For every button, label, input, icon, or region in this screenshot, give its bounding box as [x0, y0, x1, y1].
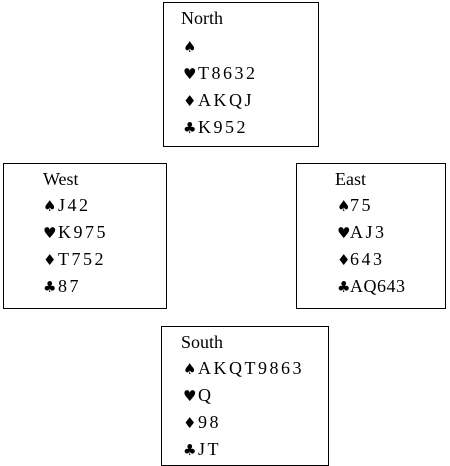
west-spades-line: ♠J42 [43, 195, 91, 216]
east-clubs-line: ♣AQ643 [337, 276, 406, 297]
north-spades-line: ♠ [183, 36, 198, 57]
club-icon: ♣ [183, 119, 197, 137]
east-clubs-cards: AQ643 [350, 276, 406, 296]
north-hand-box: North ♠ ♥T8632 ♦AKQJ ♣K952 [163, 2, 319, 147]
south-hearts-line: ♥Q [183, 385, 214, 406]
east-seat-label: East [335, 169, 366, 189]
east-spades-line: ♠75 [337, 195, 373, 216]
spade-icon: ♠ [183, 360, 197, 378]
north-diamonds-cards: AKQJ [198, 90, 255, 110]
south-diamonds-line: ♦98 [183, 412, 221, 433]
spade-icon: ♠ [43, 197, 57, 215]
west-spades-cards: J42 [58, 195, 91, 215]
south-hand-box: South ♠AKQT9863 ♥Q ♦98 ♣JT [161, 326, 329, 466]
heart-icon: ♥ [183, 65, 197, 83]
south-clubs-cards: JT [198, 439, 221, 459]
east-hand-box: East ♠75 ♥AJ3 ♦643 ♣AQ643 [296, 163, 446, 309]
north-seat-label: North [181, 8, 223, 28]
west-hand-box: West ♠J42 ♥K975 ♦T752 ♣87 [3, 163, 167, 309]
north-hearts-cards: T8632 [198, 63, 258, 83]
south-clubs-line: ♣JT [183, 439, 221, 460]
west-diamonds-cards: T752 [58, 249, 106, 269]
west-seat-label: West [43, 169, 79, 189]
south-spades-line: ♠AKQT9863 [183, 358, 304, 379]
west-clubs-line: ♣87 [43, 276, 81, 297]
diamond-icon: ♦ [337, 251, 351, 269]
spade-icon: ♠ [337, 197, 351, 215]
north-clubs-cards: K952 [198, 117, 248, 137]
north-diamonds-line: ♦AKQJ [183, 90, 254, 111]
south-spades-cards: AKQT9863 [198, 358, 304, 378]
south-seat-label: South [181, 332, 224, 352]
south-hearts-cards: Q [198, 385, 214, 405]
spade-icon: ♠ [183, 38, 197, 56]
west-diamonds-line: ♦T752 [43, 249, 106, 270]
north-clubs-line: ♣K952 [183, 117, 248, 138]
east-hearts-cards: AJ3 [350, 222, 387, 242]
heart-icon: ♥ [43, 224, 57, 242]
east-diamonds-line: ♦643 [337, 249, 385, 270]
west-clubs-cards: 87 [58, 276, 81, 296]
club-icon: ♣ [183, 441, 197, 459]
club-icon: ♣ [43, 278, 57, 296]
north-hearts-line: ♥T8632 [183, 63, 258, 84]
diamond-icon: ♦ [43, 251, 57, 269]
east-spades-cards: 75 [350, 195, 373, 215]
heart-icon: ♥ [183, 387, 197, 405]
east-hearts-line: ♥AJ3 [337, 222, 387, 243]
heart-icon: ♥ [337, 224, 351, 242]
diamond-icon: ♦ [183, 92, 197, 110]
club-icon: ♣ [337, 278, 351, 296]
west-hearts-cards: K975 [58, 222, 108, 242]
diamond-icon: ♦ [183, 414, 197, 432]
south-diamonds-cards: 98 [198, 412, 221, 432]
east-diamonds-cards: 643 [350, 249, 385, 269]
west-hearts-line: ♥K975 [43, 222, 108, 243]
